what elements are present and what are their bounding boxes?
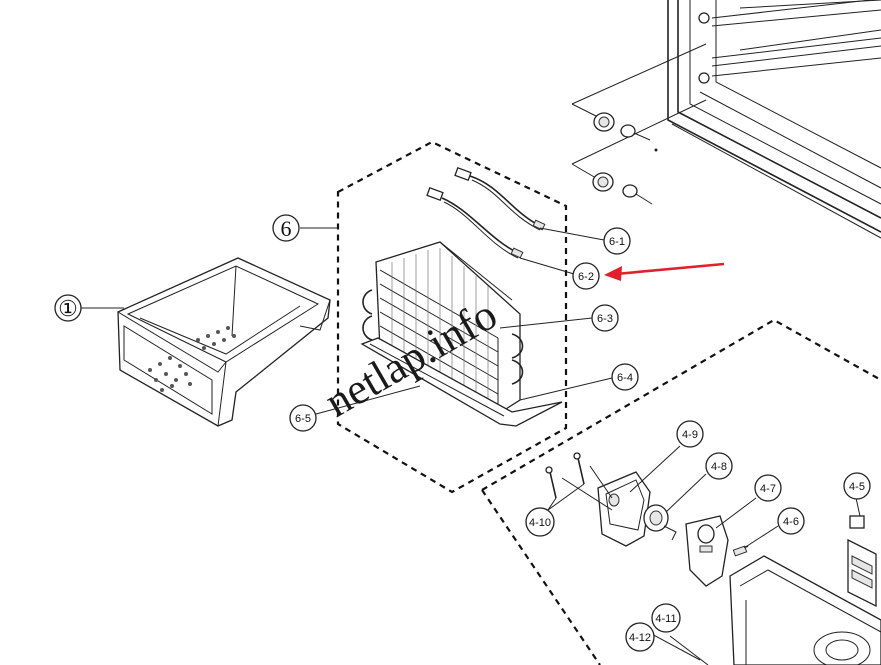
svg-text:4-11: 4-11 xyxy=(655,613,676,625)
vegetable-drawer xyxy=(117,257,331,427)
sensor-harness xyxy=(426,167,546,259)
callout-4-12: 4-12 xyxy=(625,622,655,652)
fan-motor-parts xyxy=(545,445,881,665)
callout-6-1: 6-1 xyxy=(603,227,631,255)
callout-4-5: 4-5 xyxy=(843,472,871,500)
svg-text:4-10: 4-10 xyxy=(529,517,551,529)
callout-4-7: 4-7 xyxy=(754,474,782,502)
svg-text:4-6: 4-6 xyxy=(783,516,799,528)
svg-text:6-3: 6-3 xyxy=(597,313,613,325)
svg-text:6-5: 6-5 xyxy=(295,413,311,425)
svg-text:6-2: 6-2 xyxy=(578,271,594,283)
svg-text:4-9: 4-9 xyxy=(682,429,698,441)
callout-6-4: 6-4 xyxy=(611,363,639,391)
svg-text:4-5: 4-5 xyxy=(849,481,865,493)
fan-group-outline xyxy=(481,318,881,665)
svg-text:4-8: 4-8 xyxy=(711,461,727,473)
svg-text:6-1: 6-1 xyxy=(609,236,625,248)
leader-lines-6 xyxy=(80,227,613,415)
callout-6: 6 xyxy=(272,214,300,242)
callout-4-6: 4-6 xyxy=(777,507,805,535)
red-arrow xyxy=(604,262,725,281)
callout-4-11: 4-11 xyxy=(651,603,681,633)
callout-4-9: 4-9 xyxy=(676,420,704,448)
callout-4-8: 4-8 xyxy=(705,452,733,480)
svg-text:①: ① xyxy=(58,296,78,321)
svg-text:6-4: 6-4 xyxy=(617,372,633,384)
svg-text:6: 6 xyxy=(281,216,292,241)
callout-1: ① xyxy=(54,294,82,322)
evaporator xyxy=(360,241,563,427)
callout-4-10: 4-10 xyxy=(525,507,555,537)
svg-text:4-12: 4-12 xyxy=(629,632,651,644)
cabinet-liner xyxy=(667,0,881,239)
callout-6-3: 6-3 xyxy=(591,304,619,332)
callout-6-2: 6-2 xyxy=(572,262,600,290)
evaporator-group-outline xyxy=(336,140,568,494)
svg-text:4-7: 4-7 xyxy=(760,483,776,495)
hinge-bushings xyxy=(571,43,707,205)
callout-6-5: 6-5 xyxy=(289,404,317,432)
